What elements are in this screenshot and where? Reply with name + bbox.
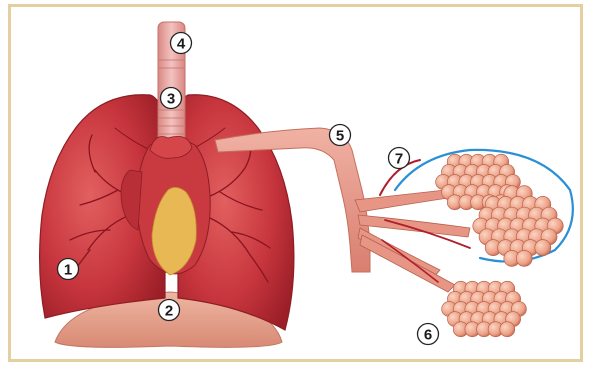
svg-text:5: 5: [336, 128, 344, 145]
marker-1: 1: [58, 259, 79, 280]
marker-2: 2: [159, 300, 180, 321]
alveolus: [535, 240, 551, 256]
alveoli-cluster-lower: [442, 281, 527, 337]
marker-5: 5: [330, 125, 351, 146]
alveolus: [500, 322, 515, 337]
marker-6: 6: [418, 324, 439, 345]
svg-text:1: 1: [64, 262, 72, 279]
svg-text:4: 4: [177, 36, 186, 53]
svg-text:6: 6: [424, 327, 432, 344]
marker-7: 7: [389, 148, 410, 169]
svg-text:3: 3: [167, 91, 175, 108]
alveolus: [516, 250, 532, 266]
svg-text:2: 2: [165, 303, 173, 320]
marker-3: 3: [161, 88, 182, 109]
svg-text:7: 7: [395, 151, 403, 168]
marker-4: 4: [171, 33, 192, 54]
